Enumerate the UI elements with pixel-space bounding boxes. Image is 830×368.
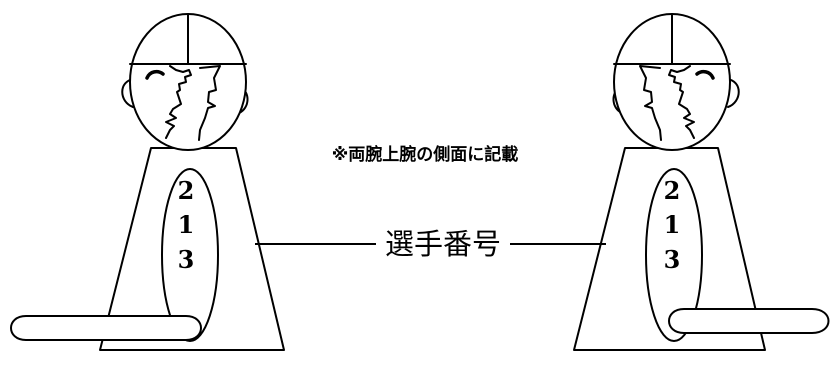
- left-player-arm-oval: [161, 168, 219, 342]
- right-player-face-detail: [639, 65, 662, 141]
- left-player-eye: [145, 69, 165, 80]
- left-player-figure: [10, 13, 285, 351]
- right-player-face-profile: [668, 65, 695, 139]
- placement-note: ※両腕上腕の側面に記載: [332, 144, 519, 165]
- right-player-number-digit-3: 3: [664, 245, 681, 274]
- left-player-face-detail: [198, 65, 221, 141]
- left-player-number-digit-3: 3: [178, 245, 195, 274]
- left-player-forearm: [10, 315, 202, 341]
- player-number-label: 選手番号: [385, 227, 501, 261]
- left-player-body: [99, 147, 285, 351]
- left-player-face-profile: [165, 65, 192, 139]
- left-player-number-digit-1: 2: [178, 176, 195, 205]
- right-player-number-digit-1: 2: [664, 176, 681, 205]
- right-player-eye: [695, 69, 715, 80]
- right-player-number-digit-2: 1: [664, 210, 681, 239]
- left-player-number-digit-2: 1: [178, 210, 195, 239]
- right-player-forearm: [668, 308, 830, 334]
- right-player-figure: [573, 13, 830, 351]
- right-player-arm-oval: [645, 168, 703, 342]
